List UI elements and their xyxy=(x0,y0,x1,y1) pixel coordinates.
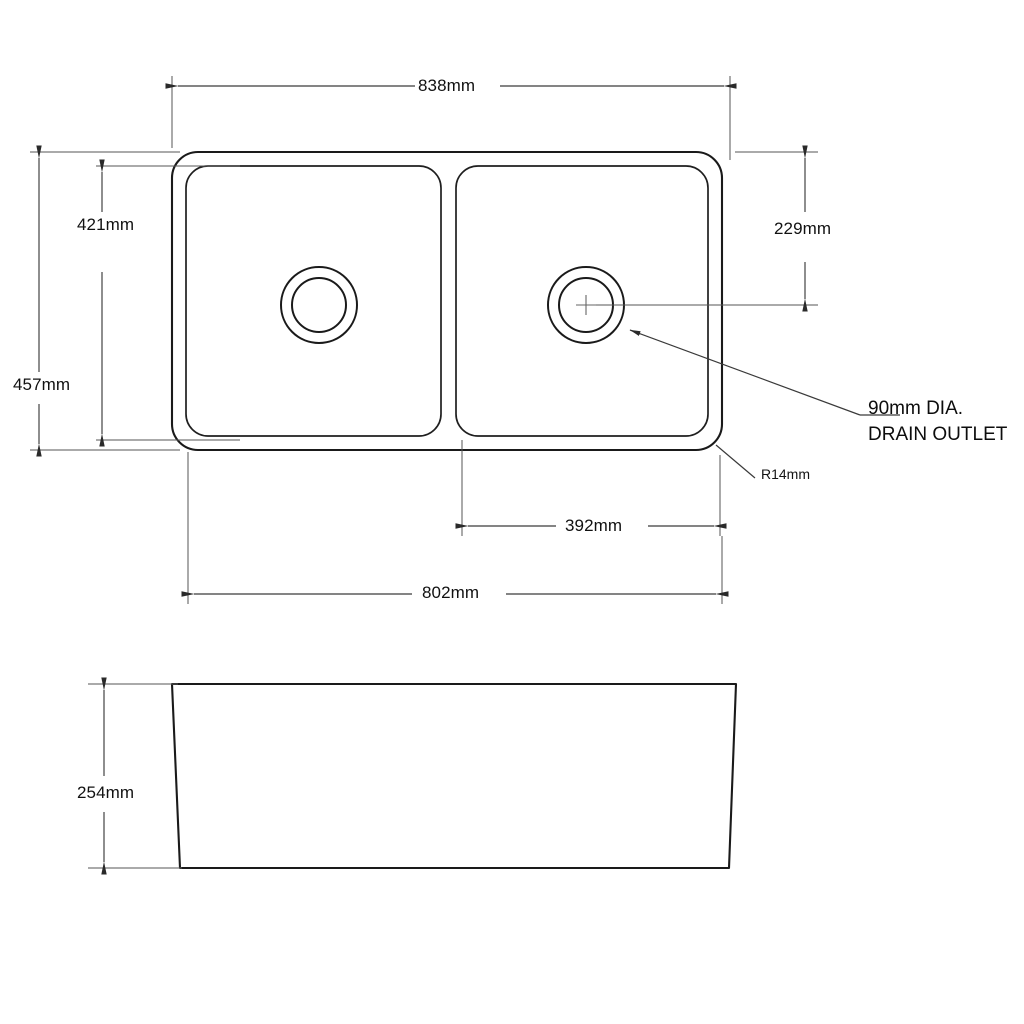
left-drain xyxy=(280,266,358,344)
dimension-label-overall-depth: 457mm xyxy=(10,375,74,395)
dim-421mm xyxy=(96,159,240,447)
right-bowl-outline xyxy=(455,165,709,437)
dim-838mm xyxy=(165,76,737,160)
dimension-label-bowl-height: 254mm xyxy=(74,783,138,803)
annotation-corner-radius: R14mm xyxy=(759,466,813,482)
dimension-label-overall-width: 838mm xyxy=(415,76,479,96)
plan-dimensions xyxy=(30,76,818,604)
drain-note-line-1: 90mm DIA. xyxy=(868,398,964,419)
dim-254mm xyxy=(88,677,182,875)
dim-229mm xyxy=(596,145,818,312)
sink-elevation-outline xyxy=(170,682,738,870)
dimension-label-right-bowl-width: 392mm xyxy=(562,516,626,536)
dim-457mm xyxy=(30,145,180,457)
dim-392mm xyxy=(455,440,727,536)
leaders xyxy=(629,329,900,479)
dimension-label-cutout-width: 802mm xyxy=(419,583,483,603)
annotation-drain-outlet: 90mm DIA. DRAIN OUTLET xyxy=(868,396,1007,447)
left-bowl-outline xyxy=(185,165,442,437)
dimension-label-bowl-depth: 421mm xyxy=(74,215,138,235)
drain-note-line-2: DRAIN OUTLET xyxy=(868,423,1008,445)
corner-radius-leader xyxy=(715,444,756,479)
elevation-view-geometry xyxy=(88,677,738,875)
sink-outer-rim xyxy=(170,150,724,452)
plan-view-geometry xyxy=(170,150,724,452)
dim-802mm xyxy=(181,452,729,604)
dimension-label-drain-offset: 229mm xyxy=(771,219,835,239)
drain-outlet-leader xyxy=(629,329,900,416)
